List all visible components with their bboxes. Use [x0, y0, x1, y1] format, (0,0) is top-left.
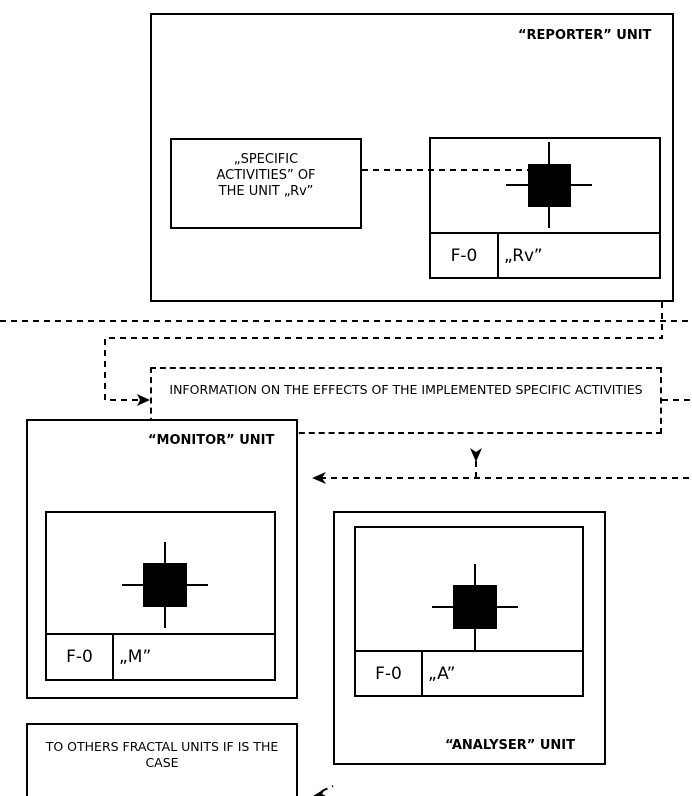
others-text: TO OTHERS FRACTAL UNITS IF IS THE CASE: [45, 739, 279, 770]
reporter-label: „Rv”: [504, 245, 543, 266]
others-box: [26, 723, 298, 796]
monitor-frame-code-cell: [45, 633, 114, 681]
reporter-to-information-connector: [104, 302, 663, 401]
analyser-frame-label-cell: [421, 650, 584, 697]
analyser-code: F-0: [375, 663, 402, 684]
arrow-to-monitor: [312, 472, 326, 484]
arrow-into-information: [137, 394, 150, 406]
monitor-label: „M”: [119, 647, 152, 667]
monitor-frame-label-cell: [112, 633, 276, 681]
specific-activities-text: „SPECIFIC ACTIVITIES” OF THE UNIT „Rv”: [216, 152, 316, 199]
monitor-unit-title: “MONITOR” UNIT: [148, 433, 275, 448]
reporter-frame-label-cell: [497, 232, 661, 279]
reporter-unit-title: “REPORTER” UNIT: [518, 28, 652, 43]
information-text: INFORMATION ON THE EFFECTS OF THE IMPLEM…: [169, 382, 643, 397]
analyser-symbol: [432, 564, 518, 650]
reporter-code: F-0: [450, 245, 478, 266]
analyser-unit-title: “ANALYSER” UNIT: [445, 738, 576, 753]
analyser-label: „A”: [428, 663, 456, 684]
monitor-code: F-0: [66, 647, 93, 667]
monitor-symbol: [122, 542, 208, 628]
analyser-frame-code-cell: [354, 650, 423, 697]
reporter-symbol: [506, 142, 592, 228]
specific-activities-box: [170, 138, 362, 229]
arrow-to-analyser: [470, 448, 482, 462]
